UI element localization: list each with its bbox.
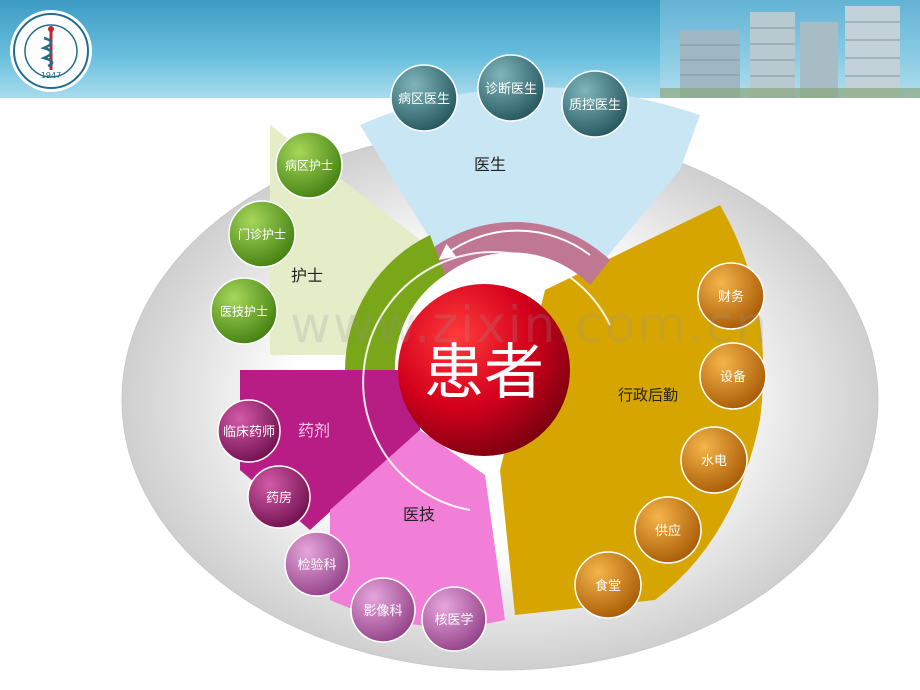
logistics-node-1-circle: [697, 262, 765, 330]
logistics-node-3-label: 水电: [701, 454, 727, 469]
logistics-node-3: 水电: [680, 426, 748, 494]
logistics-node-2: 设备: [699, 342, 767, 410]
logistics-node-2-circle: [699, 342, 767, 410]
medtech-node-2-circle: [350, 577, 416, 643]
medtech-sector-label: 医技: [403, 505, 435, 524]
doctors-sector: [360, 87, 700, 265]
pharmacy-node-1-label: 临床药师: [223, 425, 275, 440]
pharmacy-node-2-label: 药房: [266, 490, 292, 506]
pharmacy-node-1: 临床药师: [217, 399, 281, 463]
medtech-sector: [330, 430, 505, 627]
medtech-node-2: 影像科: [350, 577, 416, 643]
doctor-node-1: 病区医生: [390, 64, 458, 132]
medtech-node-3-circle: [421, 586, 487, 652]
doctor-node-2-circle: [477, 54, 545, 122]
doctors-sector-label: 医生: [474, 155, 506, 174]
nurse-node-2: 门诊护士: [228, 200, 296, 268]
nurse-node-3-label: 医技护士: [220, 305, 268, 319]
doctor-node-3-circle: [561, 70, 629, 138]
logistics-node-5-label: 食堂: [595, 578, 621, 594]
logistics-node-3-circle: [680, 426, 748, 494]
logistics-sector-label: 行政后勤: [618, 386, 678, 404]
medtech-node-1: 检验科: [284, 531, 350, 597]
nurses-sector-label: 护士: [291, 266, 323, 285]
nurse-node-3: 医技护士: [210, 277, 278, 345]
hospital-building-image: [660, 0, 920, 98]
logistics-node-4: 供应: [634, 496, 702, 564]
nurse-node-1-label: 病区护士: [285, 158, 333, 173]
logistics-node-2-label: 设备: [720, 369, 746, 385]
nurse-node-2-circle: [228, 200, 296, 268]
cycle-arrow: [362, 251, 611, 511]
logistics-node-5-circle: [574, 551, 642, 619]
logistics-node-1-label: 财务: [718, 289, 744, 305]
logistics-node-4-circle: [634, 496, 702, 564]
doctor-node-1-label: 病区医生: [398, 92, 450, 107]
medtech-node-2-label: 影像科: [363, 604, 402, 619]
nurse-node-2-label: 门诊护士: [238, 227, 286, 242]
nurse-node-3-circle: [210, 277, 278, 345]
doctor-node-2-label: 诊断医生: [485, 82, 537, 97]
logistics-node-4-label: 供应: [655, 523, 681, 539]
hospital-logo: 1947: [10, 10, 92, 92]
logo-year: 1947: [41, 71, 61, 80]
pharmacy-sector-label: 药剂: [298, 421, 330, 440]
nurse-node-1: 病区护士: [275, 131, 343, 199]
doctor-node-1-circle: [390, 64, 458, 132]
doctor-node-3: 质控医生: [561, 70, 629, 138]
pharmacy-node-2-circle: [247, 465, 311, 529]
medtech-node-1-label: 检验科: [297, 557, 336, 573]
medtech-node-3: 核医学: [421, 586, 487, 652]
inner-ring-nurses: [345, 235, 445, 370]
doctor-node-3-label: 质控医生: [569, 98, 621, 113]
pharmacy-node-1-circle: [217, 399, 281, 463]
watermark-text: www.zixin.com.cn: [290, 296, 770, 354]
doctor-node-2: 诊断医生: [477, 54, 545, 122]
logistics-node-1: 财务: [697, 262, 765, 330]
logistics-node-5: 食堂: [574, 551, 642, 619]
header-banner: 1947: [0, 0, 920, 98]
nurse-node-1-circle: [275, 131, 343, 199]
pharmacy-node-2: 药房: [247, 465, 311, 529]
cycle-arrow-top: [438, 229, 591, 260]
logistics-sector: [500, 205, 764, 615]
patient-center-circle: [398, 284, 570, 456]
medtech-node-3-label: 核医学: [434, 612, 473, 628]
medtech-node-1-circle: [284, 531, 350, 597]
patient-center-label: 患者: [424, 338, 544, 408]
